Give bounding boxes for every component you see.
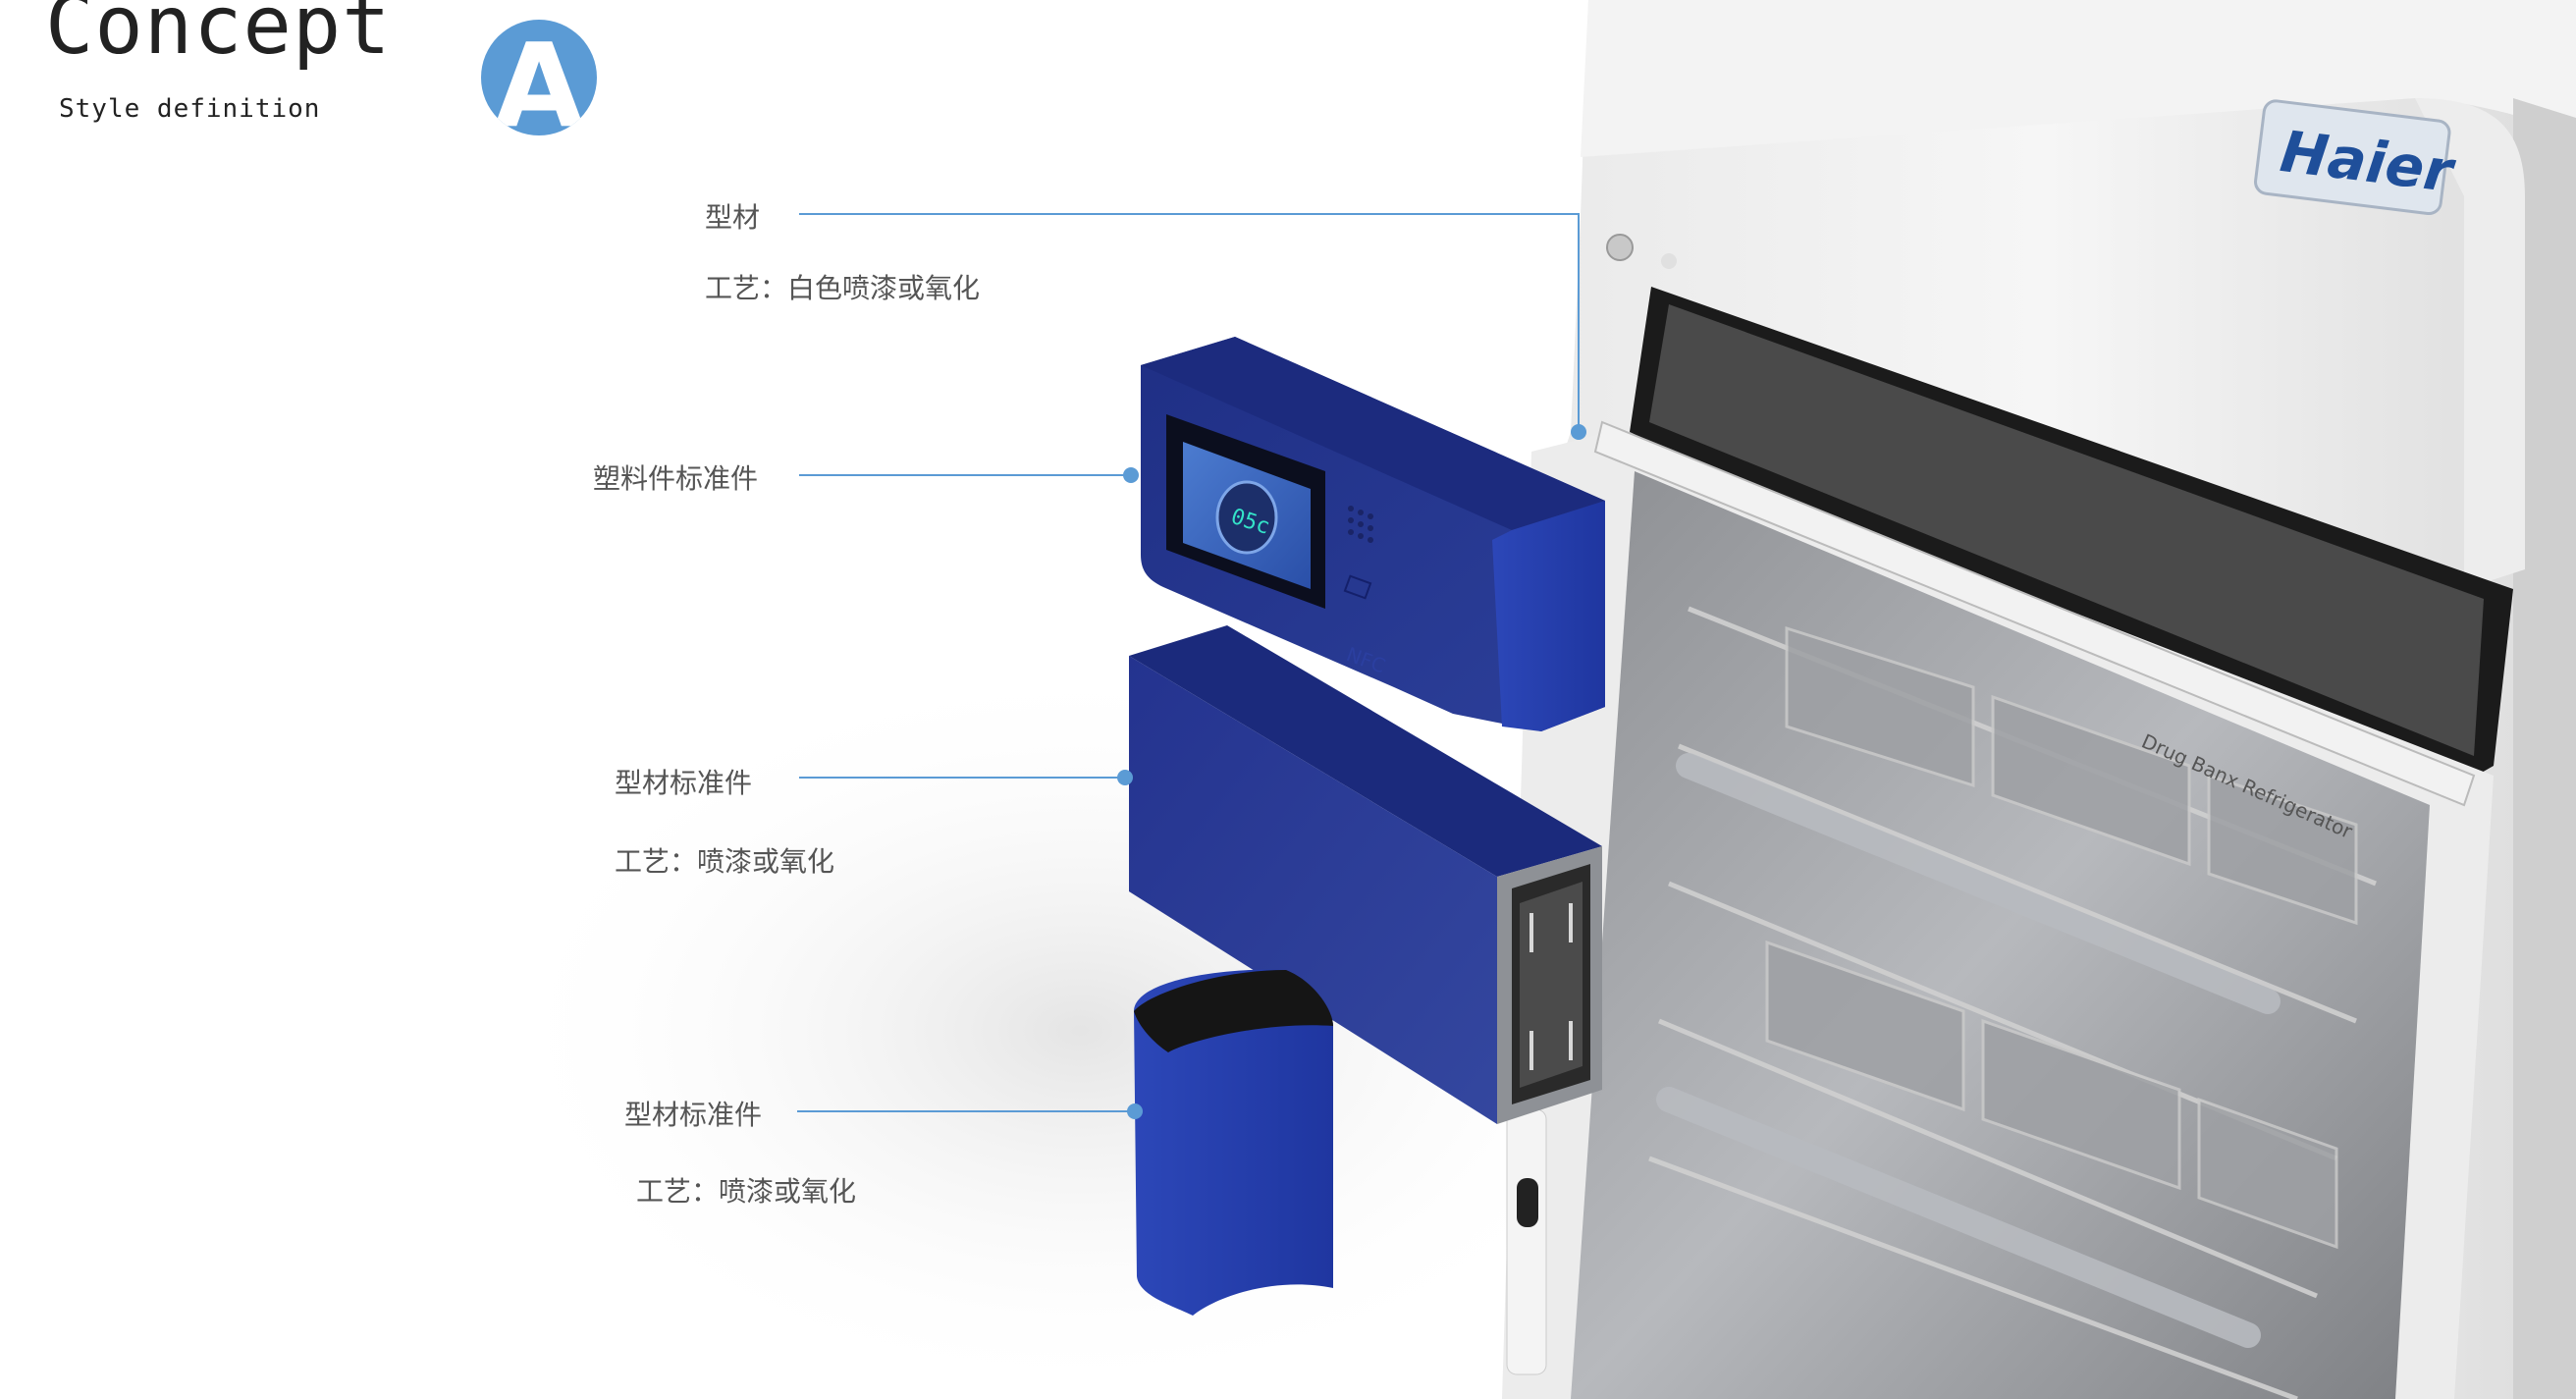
- leader-lines: [797, 213, 1580, 1112]
- page-subtitle: Style definition: [59, 94, 321, 124]
- bottom-profile-component: [1134, 969, 1333, 1316]
- badge-letter: A: [494, 20, 584, 135]
- speaker-grille: [1348, 506, 1373, 543]
- long-profile-component: [1129, 625, 1602, 1124]
- leader-dots: [1117, 424, 1586, 1119]
- callout-process-profile-top: 工艺：白色喷漆或氧化: [705, 272, 981, 304]
- control-panel-screen: 05c: [1166, 414, 1325, 609]
- display-housing-component: 05c NFC: [1141, 337, 1605, 731]
- page-title: Concept: [45, 0, 392, 73]
- callout-label-profile-middle: 型材标准件: [615, 767, 753, 799]
- callout-process-profile-bottom: 工艺：喷漆或氧化: [636, 1175, 857, 1208]
- callout-label-profile-bottom: 型材标准件: [624, 1099, 763, 1131]
- section-badge: A: [481, 20, 597, 135]
- callout-label-plastic-part: 塑料件标准件: [593, 462, 759, 495]
- lock-icon: [1606, 234, 1634, 261]
- haier-logo: Haier: [2254, 99, 2459, 216]
- callout-label-profile-top: 型材: [705, 201, 761, 234]
- callout-process-profile-middle: 工艺：喷漆或氧化: [615, 845, 835, 878]
- leader-line-1: [799, 213, 1580, 432]
- refrigerator-door: Drug Banx Refrigerator: [1502, 420, 2494, 1399]
